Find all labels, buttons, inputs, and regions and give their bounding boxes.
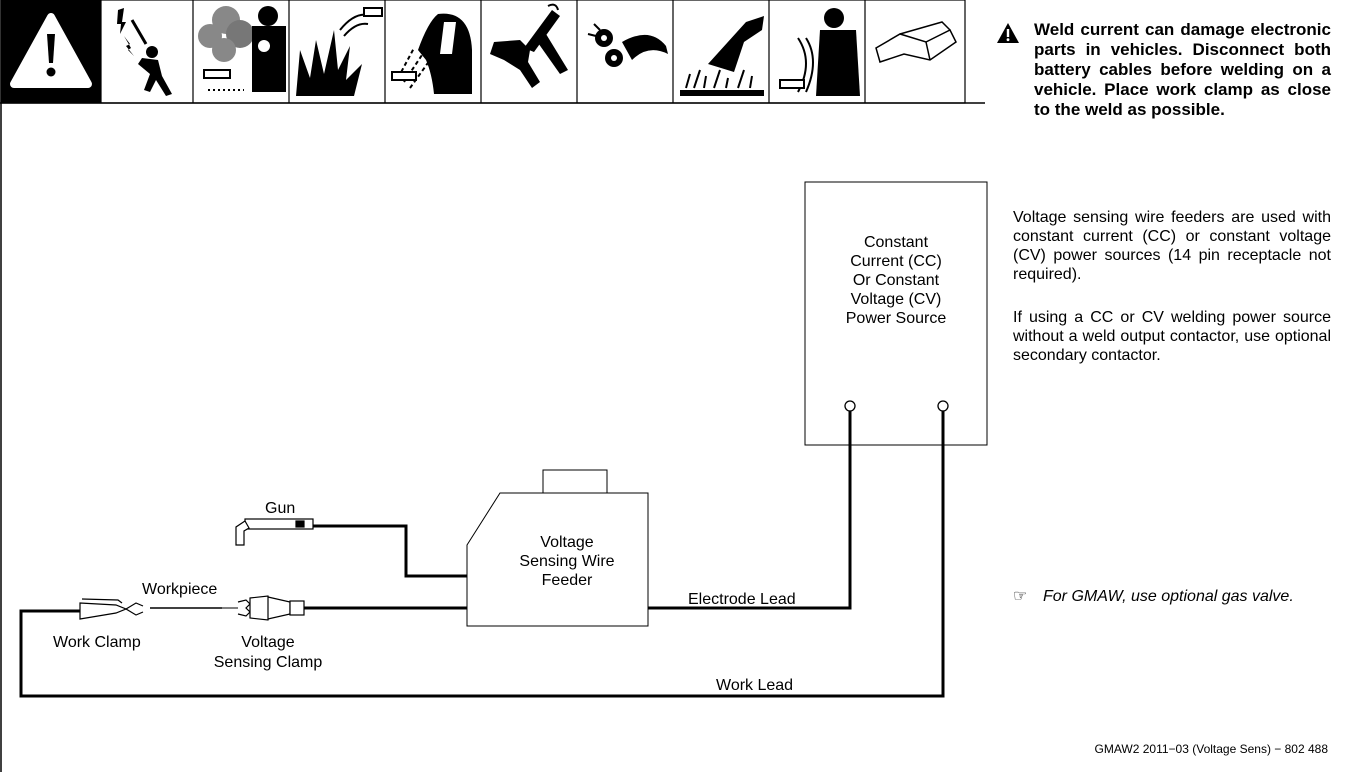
- warning-icon: [1, 0, 101, 103]
- warning-text: Weld current can damage electronic parts…: [1034, 20, 1331, 119]
- work-clamp-label: Work Clamp: [53, 634, 141, 651]
- paragraph-voltage-sensing: Voltage sensing wire feeders are used wi…: [1013, 209, 1331, 283]
- power-source-label-5: Power Source: [846, 310, 947, 327]
- workpiece-label: Workpiece: [142, 581, 217, 598]
- power-source-label-4: Voltage (CV): [851, 291, 942, 308]
- warning-block: Weld current can damage electronic parts…: [996, 20, 1331, 120]
- sensing-clamp-label-2: Sensing Clamp: [214, 654, 323, 671]
- voltage-sensing-clamp-icon: [150, 595, 305, 621]
- power-source-box: [804, 181, 988, 446]
- electrode-lead-label: Electrode Lead: [688, 591, 796, 608]
- fumes-gases-icon: [198, 6, 286, 92]
- hot-surface-sparks-icon: [680, 16, 764, 96]
- work-lead-label: Work Lead: [716, 677, 793, 694]
- gun-label: Gun: [265, 500, 295, 517]
- wire-feeder-box: [466, 492, 649, 627]
- welding-circuit-diagram: Constant Current (CC) Or Constant Voltag…: [19, 181, 988, 698]
- wire-feeder-label-1: Voltage: [540, 534, 593, 551]
- paragraph-contactor: If using a CC or CV welding power source…: [1013, 309, 1331, 364]
- power-source-label-2: Current (CC): [850, 253, 942, 270]
- document-footer-id: GMAW2 2011−03 (Voltage Sens) − 802 488: [1094, 742, 1328, 756]
- wire-feeder-handle: [542, 469, 608, 493]
- arc-rays-icon: [391, 13, 472, 94]
- power-source-label-3: Or Constant: [853, 272, 940, 289]
- power-source-terminal-right: [937, 400, 949, 412]
- safety-glasses-icon: [875, 21, 957, 63]
- pointing-hand-icon: ☞: [1013, 588, 1028, 605]
- caution-triangle-icon: [997, 23, 1019, 43]
- note-text: For GMAW, use optional gas valve.: [1043, 588, 1294, 605]
- power-source-terminal-left: [844, 400, 856, 412]
- power-source-label-1: Constant: [864, 234, 929, 251]
- electrode-lead-cable: [648, 411, 852, 610]
- gun-cable: [312, 524, 467, 578]
- sensing-clamp-label-1: Voltage: [241, 634, 294, 651]
- hot-parts-icon: [490, 3, 568, 88]
- note-block: ☞ For GMAW, use optional gas valve.: [1013, 587, 1333, 606]
- work-clamp-icon: [79, 598, 144, 620]
- emf-icon: [779, 8, 860, 96]
- moving-parts-icon: [587, 23, 668, 67]
- wire-feeder-label-2: Sensing Wire: [519, 553, 614, 570]
- welding-gun-icon: [235, 518, 314, 546]
- electric-shock-icon: [117, 8, 172, 96]
- fire-explosion-icon: [296, 7, 383, 96]
- wire-feeder-label-3: Feeder: [542, 572, 593, 589]
- work-lead-cable: [19, 411, 945, 698]
